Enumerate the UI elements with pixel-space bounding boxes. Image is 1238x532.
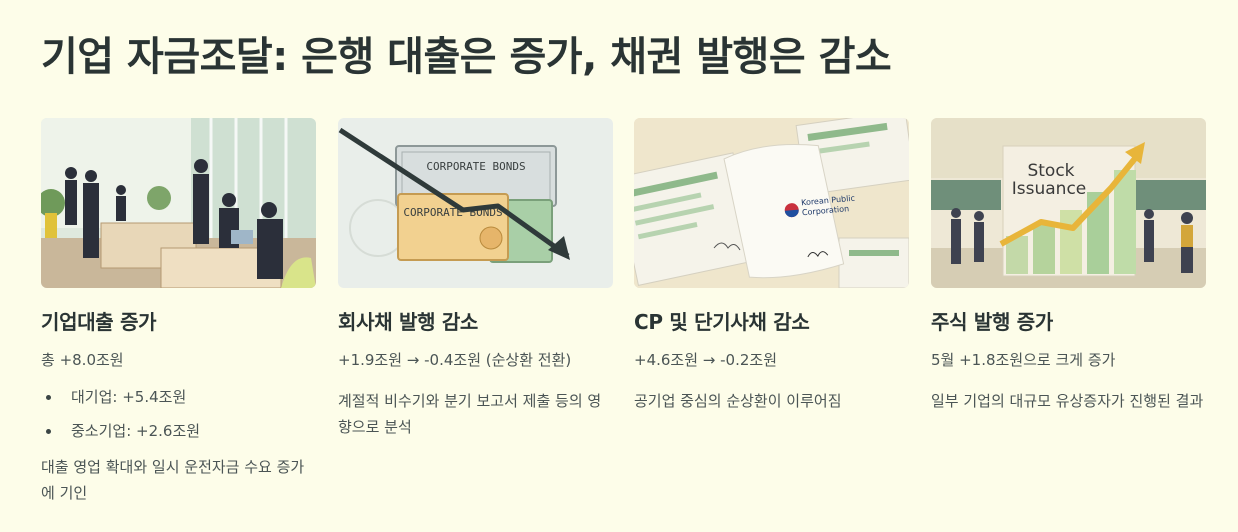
card-heading: 회사채 발행 감소 [338, 310, 479, 334]
card-summary: 총 +8.0조원 [41, 351, 124, 369]
card-description: 일부 기업의 대규모 유상증자가 진행된 결과 [931, 392, 1204, 410]
page-title: 기업 자금조달: 은행 대출은 증가, 채권 발행은 감소 [41, 34, 892, 80]
corporate-bonds-image: CORPORATE BONDS CORPORATE BONDS [338, 118, 613, 288]
card-corporate-bonds: CORPORATE BONDS CORPORATE BONDS 회사채 발행 감… [338, 118, 613, 440]
card-corporate-loans: 기업대출 증가 총 +8.0조원 대기업: +5.4조원 중소기업: +2.6조… [41, 118, 316, 506]
list-item: 대기업: +5.4조원 [46, 386, 316, 408]
bank-office-image [41, 118, 316, 288]
card-summary: +1.9조원 → -0.4조원 (순상환 전환) [338, 351, 572, 369]
stock-sign-label: Stock [1027, 161, 1074, 181]
card-stock-issuance: Stock Issuance 주식 발행 증가 5월 +1.8조원으로 크게 증… [931, 118, 1206, 414]
breakdown-list: 대기업: +5.4조원 중소기업: +2.6조원 [41, 386, 316, 442]
card-heading: CP 및 단기사채 감소 [634, 310, 810, 334]
card-summary: 5월 +1.8조원으로 크게 증가 [931, 351, 1116, 369]
card-cp-short-term-bonds: Korean Public Corporation CP 및 단기사채 감소 +… [634, 118, 909, 414]
card-description: 대출 영업 확대와 일시 운전자금 수요 증가에 기인 [41, 458, 305, 502]
card-heading: 주식 발행 증가 [931, 310, 1053, 334]
commercial-paper-image: Korean Public Corporation [634, 118, 909, 288]
stock-issuance-image: Stock Issuance [931, 118, 1206, 288]
card-description: 계절적 비수기와 분기 보고서 제출 등의 영향으로 분석 [338, 392, 602, 436]
card-heading: 기업대출 증가 [41, 310, 157, 334]
card-summary: +4.6조원 → -0.2조원 [634, 351, 777, 369]
stock-sign-label: Issuance [1012, 179, 1087, 199]
issuer-label: Corporation [802, 204, 850, 217]
card-description: 공기업 중심의 순상환이 이루어짐 [634, 392, 842, 410]
bond-certificate-label: CORPORATE BONDS [426, 160, 525, 173]
list-item: 중소기업: +2.6조원 [46, 420, 316, 442]
